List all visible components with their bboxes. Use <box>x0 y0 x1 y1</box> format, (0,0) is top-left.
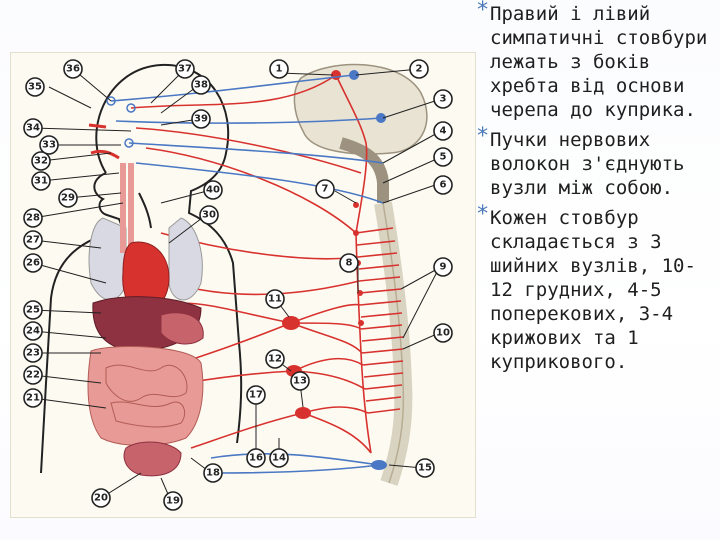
svg-text:37: 37 <box>178 64 192 75</box>
torso-organs <box>87 163 204 477</box>
callout-37: 37 <box>175 59 195 79</box>
svg-text:34: 34 <box>26 123 40 134</box>
svg-text:33: 33 <box>42 140 56 151</box>
svg-text:4: 4 <box>440 126 447 137</box>
spinal-cord <box>374 201 413 486</box>
svg-text:5: 5 <box>440 152 447 163</box>
bullet-item-1: * Правий і лівий симпатичні стовбури леж… <box>476 0 716 122</box>
svg-text:39: 39 <box>194 114 208 125</box>
svg-text:25: 25 <box>26 305 40 316</box>
head-nerves <box>88 96 136 160</box>
callout-19: 19 <box>163 491 183 511</box>
svg-text:3: 3 <box>440 94 447 105</box>
svg-text:10: 10 <box>436 328 450 339</box>
svg-text:35: 35 <box>28 82 42 93</box>
callout-2: 2 <box>409 59 429 79</box>
asterisk-bullet-icon: * <box>476 202 490 227</box>
callout-27: 27 <box>23 230 43 250</box>
svg-text:16: 16 <box>249 453 263 464</box>
callout-38: 38 <box>191 75 211 95</box>
callout-40: 40 <box>203 180 223 200</box>
callout-4: 4 <box>433 121 453 141</box>
callout-33: 33 <box>39 135 59 155</box>
callout-10: 10 <box>433 323 453 343</box>
parasympathetic-fibers <box>110 74 384 474</box>
callout-21: 21 <box>23 388 43 408</box>
svg-text:32: 32 <box>34 156 48 167</box>
callout-17: 17 <box>246 385 266 405</box>
callout-15: 15 <box>415 458 435 478</box>
svg-text:30: 30 <box>202 210 216 221</box>
callout-32: 32 <box>31 151 51 171</box>
svg-text:11: 11 <box>268 294 282 305</box>
callout-12: 12 <box>265 349 285 369</box>
callout-25: 25 <box>23 300 43 320</box>
svg-text:27: 27 <box>26 235 40 246</box>
callout-26: 26 <box>23 253 43 273</box>
callout-16: 16 <box>246 448 266 468</box>
asterisk-bullet-icon: * <box>476 124 490 149</box>
svg-text:31: 31 <box>34 176 48 187</box>
callout-3: 3 <box>433 89 453 109</box>
callout-28: 28 <box>23 208 43 228</box>
svg-text:6: 6 <box>440 180 447 191</box>
svg-text:19: 19 <box>166 496 180 507</box>
callout-24: 24 <box>23 321 43 341</box>
svg-text:7: 7 <box>322 184 329 195</box>
callout-29: 29 <box>58 188 78 208</box>
bullet-text: Пучки нервових волокон з'єднують вузли м… <box>490 129 685 199</box>
svg-text:20: 20 <box>94 493 108 504</box>
svg-text:29: 29 <box>61 193 75 204</box>
leader-lines <box>32 68 442 502</box>
autonomic-nervous-system-diagram: 1 2 3 4 5 6 7 8 9 10 11 12 13 14 15 16 1… <box>10 52 476 518</box>
callout-6: 6 <box>433 175 453 195</box>
bullet-list: * Правий і лівий симпатичні стовбури леж… <box>476 0 716 380</box>
callout-5: 5 <box>433 147 453 167</box>
svg-text:2: 2 <box>416 64 423 75</box>
svg-text:36: 36 <box>66 64 80 75</box>
bullet-item-3: * Кожен стовбур складається з 3 шийних в… <box>476 202 716 374</box>
bullet-text: Кожен стовбур складається з 3 шийних вуз… <box>490 207 696 373</box>
svg-text:14: 14 <box>272 453 286 464</box>
callout-18: 18 <box>203 463 223 483</box>
callout-13: 13 <box>290 371 310 391</box>
svg-text:28: 28 <box>26 213 40 224</box>
svg-text:26: 26 <box>26 258 40 269</box>
svg-text:38: 38 <box>194 80 208 91</box>
callout-36: 36 <box>63 59 83 79</box>
callout-11: 11 <box>265 289 285 309</box>
svg-text:17: 17 <box>249 390 263 401</box>
callout-14: 14 <box>269 448 289 468</box>
svg-text:18: 18 <box>206 468 220 479</box>
svg-text:9: 9 <box>440 262 447 273</box>
callout-7: 7 <box>315 179 335 199</box>
callout-20: 20 <box>91 488 111 508</box>
svg-text:13: 13 <box>293 376 307 387</box>
svg-text:1: 1 <box>276 64 283 75</box>
asterisk-bullet-icon: * <box>476 0 490 23</box>
callout-39: 39 <box>191 109 211 129</box>
svg-text:15: 15 <box>418 463 432 474</box>
svg-text:12: 12 <box>268 354 282 365</box>
svg-text:22: 22 <box>26 370 40 381</box>
body-outline <box>40 63 243 474</box>
callout-35: 35 <box>25 77 45 97</box>
svg-text:8: 8 <box>346 258 353 269</box>
callout-30: 30 <box>199 205 219 225</box>
callout-23: 23 <box>23 343 43 363</box>
svg-text:40: 40 <box>206 185 220 196</box>
svg-text:24: 24 <box>26 326 40 337</box>
callout-9: 9 <box>433 257 453 277</box>
bullet-text: Правий і лівий симпатичні стовбури лежат… <box>490 3 708 121</box>
callout-34: 34 <box>23 118 43 138</box>
bullet-item-2: * Пучки нервових волокон з'єднують вузли… <box>476 124 716 200</box>
callout-1: 1 <box>269 59 289 79</box>
svg-text:21: 21 <box>26 393 40 404</box>
callout-22: 22 <box>23 365 43 385</box>
brain-illustration <box>293 63 428 203</box>
callout-8: 8 <box>339 253 359 273</box>
callout-31: 31 <box>31 171 51 191</box>
svg-text:23: 23 <box>26 348 40 359</box>
